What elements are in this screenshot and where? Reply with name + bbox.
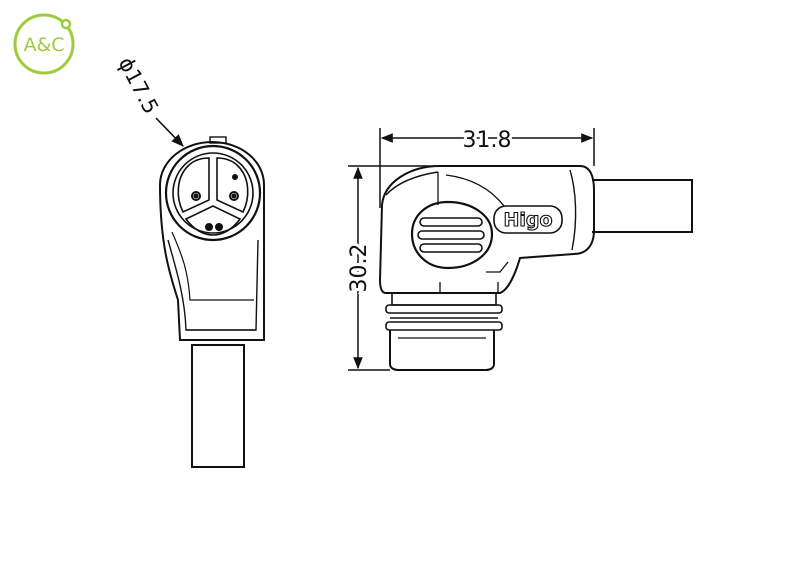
front-view: [158, 136, 265, 468]
diameter-label: ϕ17.5: [114, 53, 164, 118]
contact-pin: [191, 191, 201, 201]
grip-pad: [410, 200, 494, 270]
cable-front: [191, 344, 245, 468]
connector-body-front: [158, 140, 265, 341]
side-view: [378, 165, 693, 371]
width-label: 31.8: [463, 128, 512, 153]
height-dimension: [348, 165, 436, 371]
logo-text: A&C: [23, 34, 64, 56]
brand-label: Higo: [503, 209, 552, 231]
contact-pin: [229, 191, 239, 201]
width-dimension: [379, 128, 595, 208]
connector-body-side: [378, 165, 595, 294]
connector-face: [164, 144, 262, 242]
brand-plate: [493, 205, 563, 234]
diameter-dimension: ϕ17.5: [114, 53, 184, 147]
contact-pin: [215, 223, 223, 231]
cable-side: [592, 179, 693, 233]
contact-pin: [205, 223, 213, 231]
height-label: 30.2: [347, 244, 372, 293]
coupling-nut: [389, 330, 495, 371]
logo-badge: A&C: [13, 13, 75, 75]
